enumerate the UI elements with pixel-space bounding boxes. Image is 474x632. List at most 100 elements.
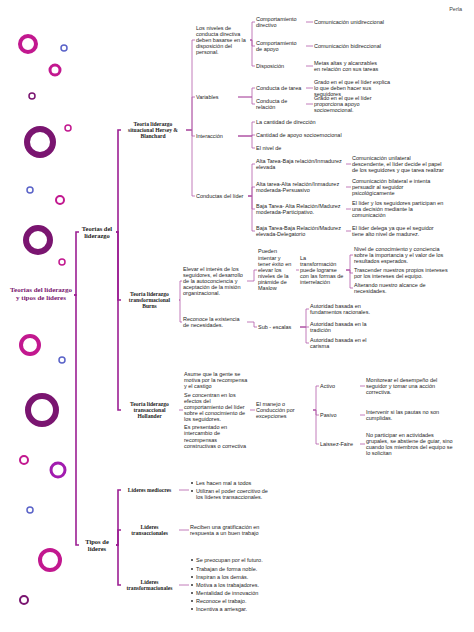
brace-connector xyxy=(74,295,79,545)
brace-connector xyxy=(116,490,121,545)
text-node: La transformación puede lograrse con las… xyxy=(300,255,344,286)
brace-connector xyxy=(346,231,351,232)
text-node: Grado en el que el líder explica lo que … xyxy=(314,79,394,97)
brace-connector xyxy=(179,300,182,322)
text-node: Alta Tarea-Baja relación/Inmadurez eleva… xyxy=(256,158,344,170)
brace-connector xyxy=(346,187,351,188)
node-text: Baja Tarea- Alta Relación/Madurez modera… xyxy=(256,203,344,215)
brace-connector xyxy=(250,22,255,40)
text-node: Nivel de conocimiento y conciencia sobre… xyxy=(354,246,449,264)
brace-connector xyxy=(238,97,255,104)
node-text: Autoridad basada en fundamentos racional… xyxy=(310,303,380,315)
node-text: Alta Tarea-Baja relación/Inmadurez eleva… xyxy=(256,158,344,170)
brace-connector xyxy=(248,196,255,209)
text-node: Grado en el que el líder proporciona apo… xyxy=(314,95,394,113)
node-text: La cantidad de dirección xyxy=(256,119,356,125)
heading-node: Se preocupan por el futuro.Trabajan de f… xyxy=(190,557,270,612)
brace-connector xyxy=(250,40,255,46)
node-text: Disposición xyxy=(256,63,304,69)
text-node: Conductas del líder xyxy=(196,193,246,199)
node-text: Inspiran a los demás. xyxy=(190,574,270,580)
brace-connector xyxy=(179,490,189,491)
text-node: Monitorear el desempeño del seguidor y t… xyxy=(366,377,458,395)
brace-connector xyxy=(296,270,299,271)
node-text: Conducta de relación xyxy=(256,98,304,110)
node-text: Variables xyxy=(196,94,236,100)
node-text: Grado en el que el líder proporciona apo… xyxy=(314,95,394,113)
brace-connector xyxy=(179,585,189,586)
text-node: Cantidad de apoyo socioemocional xyxy=(256,132,356,138)
node-text: Comunicación bilateral e intenta persuad… xyxy=(352,178,444,196)
text-node: Metas altas y alcanzables en relación co… xyxy=(314,60,384,72)
text-node: Asume que la gente se motiva por la reco… xyxy=(184,371,248,449)
node-text: Baja Tarea-Baja Relación/Madurez elevada… xyxy=(256,225,344,237)
node-text: Pasivo xyxy=(320,412,358,418)
node-text: Los niveles de conducta directiva deben … xyxy=(196,25,248,56)
node-text: Motiva a los trabajadores. xyxy=(190,582,270,588)
heading-node: Líderes transformacionales xyxy=(122,579,177,592)
brace-connector xyxy=(346,164,351,165)
node-text: Se preocupan por el futuro. xyxy=(190,557,270,563)
text-node: El líder y los seguidores participan en … xyxy=(352,200,444,218)
text-node: Comportamiento de apoyo xyxy=(256,40,304,52)
node-text: Autoridad basada en la tradición xyxy=(310,321,380,333)
node-text: Asume que la gente se motiva por la reco… xyxy=(184,371,248,389)
heading-node: Les hacen mal a todosUtilizan el poder c… xyxy=(190,480,270,500)
node-text: El nivel de xyxy=(256,145,356,151)
text-node: Disposición xyxy=(256,63,304,69)
node-text: Teorías del liderazgo xyxy=(80,225,114,240)
text-node: Variables xyxy=(196,94,236,100)
node-text: Nivel de conocimiento y conciencia sobre… xyxy=(354,246,449,264)
brace-connector xyxy=(116,545,121,585)
text-node: Autoridad basada en el carisma xyxy=(310,337,380,349)
node-text: Es presentado en intercambio de recompen… xyxy=(184,424,248,449)
text-node: Laissez-Faire xyxy=(320,441,358,447)
node-text: Alta tarea-Alta relación/Inmadurez moder… xyxy=(256,181,344,193)
text-node: Comunicación bilateral e intenta persuad… xyxy=(352,178,444,196)
brace-connector xyxy=(250,40,255,66)
node-text: Activo xyxy=(320,383,358,389)
heading-node: Teoría liderazgo transaccional Hollander xyxy=(122,401,177,420)
heading-node: Tipos de líderes xyxy=(80,538,114,553)
brace-connector xyxy=(248,187,255,196)
brace-connector xyxy=(247,270,257,281)
text-node: Baja Tarea-Baja Relación/Madurez elevada… xyxy=(256,225,344,237)
node-text: Mentalidad de innovación xyxy=(190,590,270,596)
node-text: Teoría liderazgo situacional Hersey & Bl… xyxy=(122,121,184,140)
brace-connector xyxy=(116,530,121,545)
brace-connector xyxy=(360,415,365,416)
brace-connector xyxy=(186,130,195,136)
text-node: Interacción xyxy=(196,133,236,139)
node-text: El líder y los seguidores participan en … xyxy=(352,200,444,218)
text-node: El líder delega ya que el seguidor tiene… xyxy=(352,225,444,237)
node-text: Laissez-Faire xyxy=(320,441,358,447)
author-label: Perla xyxy=(449,6,462,12)
decorative-rings xyxy=(20,36,71,604)
brace-connector xyxy=(74,232,79,295)
node-text: Líderes transaccionales xyxy=(122,524,177,537)
node-text: La transformación puede lograrse con las… xyxy=(300,255,344,286)
node-text: El manejo o Conducción por excepciones xyxy=(256,401,311,419)
brace-connector xyxy=(360,444,365,445)
brace-connector xyxy=(300,309,309,327)
node-text: Alterando nuestro alcance de necesidades… xyxy=(354,282,449,294)
brace-connector xyxy=(346,270,353,273)
brace-connector xyxy=(116,130,121,232)
node-text: Incentiva a arriesgar. xyxy=(190,606,270,612)
text-node: Comunicación unidireccional xyxy=(314,19,384,25)
text-node: Trascender nuestros propios intereses po… xyxy=(354,267,449,279)
brace-connector xyxy=(247,322,257,327)
text-node: Activo xyxy=(320,383,358,389)
node-text: Cantidad de apoyo socioemocional xyxy=(256,132,356,138)
brace-connector xyxy=(186,97,195,130)
brace-connector xyxy=(250,410,255,411)
node-text: Trascender nuestros propios intereses po… xyxy=(354,267,449,279)
text-node: Comunicación bidireccional xyxy=(314,43,384,49)
brace-connector xyxy=(313,410,319,444)
heading-node: Teoría liderazgo transformacional Burns xyxy=(122,291,177,310)
node-text: El líder delega ya que el seguidor tiene… xyxy=(352,225,444,237)
brace-connector xyxy=(179,410,183,411)
brace-connector xyxy=(306,66,313,67)
brace-connector xyxy=(313,386,319,410)
